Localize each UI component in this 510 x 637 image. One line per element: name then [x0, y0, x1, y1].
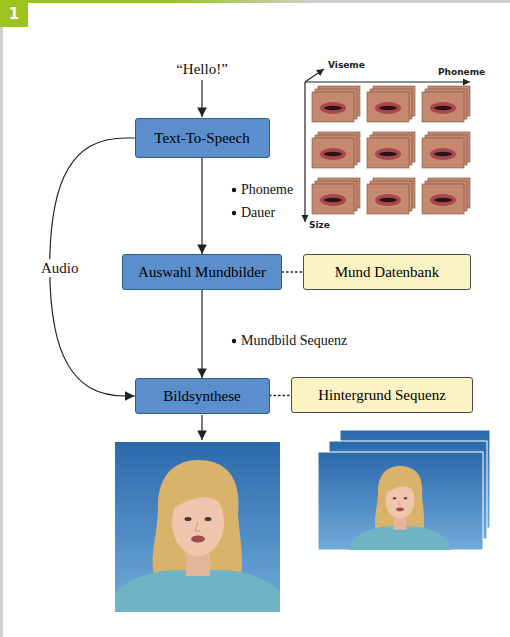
edge-label: Audio [38, 259, 82, 277]
axis-label: Viseme [328, 60, 365, 71]
output-arrow [201, 415, 202, 440]
box-text: Hintergrund Sequenz [318, 386, 446, 404]
background-sequence [318, 430, 490, 555]
sequence-box: Hintergrund Sequenz [291, 377, 473, 413]
process-box: Text-To-Speech [135, 118, 270, 158]
bullet-item: Phoneme [241, 181, 293, 199]
output-photo [103, 442, 293, 622]
box-text: Bildsynthese [163, 387, 241, 405]
bullet-item: Dauer [241, 204, 275, 222]
dotted-link [282, 271, 303, 272]
axis-label: Phoneme [438, 67, 485, 78]
box-text: Auswahl Mundbilder [138, 263, 266, 281]
dotted-link [270, 395, 292, 396]
flow-arrow [201, 158, 202, 254]
box-text: Text-To-Speech [154, 129, 249, 147]
process-box: Auswahl Mundbilder [122, 254, 282, 290]
side-rule [0, 27, 3, 637]
input-arrow [201, 80, 202, 117]
figure-number: 1 [0, 0, 28, 27]
mouth-grid [312, 86, 470, 214]
process-box: Bildsynthese [135, 378, 270, 414]
grid-axes [305, 69, 470, 222]
flow-arrow [201, 290, 202, 378]
axis-label: Size [309, 220, 330, 231]
input-text: “Hello!” [142, 60, 262, 78]
bullet-item: Mundbild Sequenz [241, 332, 347, 350]
box-text: Mund Datenbank [335, 263, 440, 281]
top-bar [28, 0, 510, 3]
number-badge [0, 0, 28, 27]
database-box: Mund Datenbank [303, 254, 471, 290]
